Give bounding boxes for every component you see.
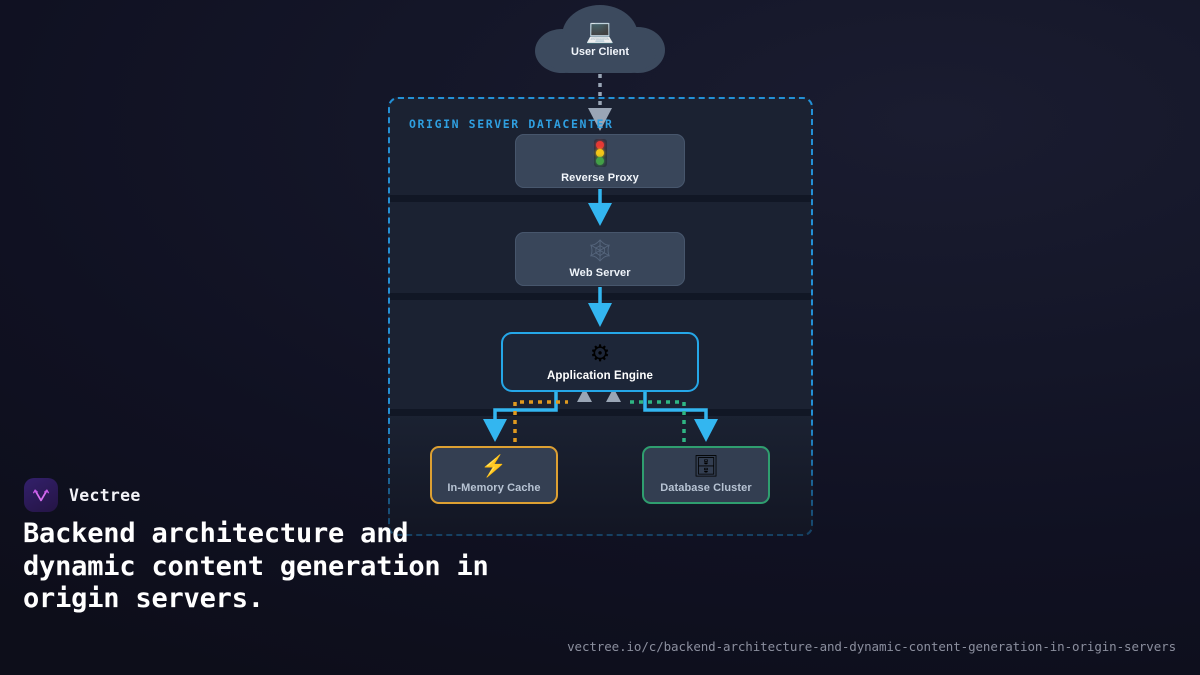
node-label-in-memory-cache: In-Memory Cache — [447, 482, 541, 494]
vectree-logo-icon — [24, 478, 58, 512]
node-label-user-client: User Client — [570, 46, 630, 58]
lane-divider — [390, 409, 811, 416]
database-rack-icon: 🗄 — [692, 455, 720, 478]
datacenter-label: ORIGIN SERVER DATACENTER — [409, 117, 614, 131]
traffic-light-icon — [593, 138, 607, 167]
node-in-memory-cache[interactable]: ⚡ In-Memory Cache — [430, 446, 558, 504]
gear-icon: ⚙ — [589, 340, 611, 366]
node-database-cluster[interactable]: 🗄 Database Cluster — [642, 446, 770, 504]
lane-divider — [390, 293, 811, 300]
node-reverse-proxy[interactable]: Reverse Proxy — [515, 134, 685, 188]
traffic-light-yellow — [596, 148, 604, 157]
lightning-bolt-icon: ⚡ — [480, 455, 508, 478]
node-web-server[interactable]: 🕸 Web Server — [515, 232, 685, 286]
brand-name: Vectree — [69, 485, 141, 505]
brand-lockup: Vectree — [24, 478, 141, 512]
node-label-web-server: Web Server — [569, 266, 631, 279]
node-label-database-cluster: Database Cluster — [660, 482, 752, 494]
node-label-reverse-proxy: Reverse Proxy — [561, 171, 639, 184]
node-application-engine[interactable]: ⚙ Application Engine — [501, 332, 699, 392]
traffic-light-green — [596, 156, 604, 165]
source-url: vectree.io/c/backend-architecture-and-dy… — [567, 639, 1176, 654]
spider-web-icon: 🕸 — [586, 237, 614, 263]
traffic-light-red — [596, 140, 604, 149]
node-user-client[interactable]: 💻 User Client — [535, 5, 665, 73]
page-title: Backend architecture and dynamic content… — [23, 518, 489, 614]
lane-divider — [390, 195, 811, 202]
laptop-icon: 💻 — [585, 18, 615, 44]
cloud-base — [543, 41, 657, 73]
node-label-application-engine: Application Engine — [547, 370, 653, 382]
